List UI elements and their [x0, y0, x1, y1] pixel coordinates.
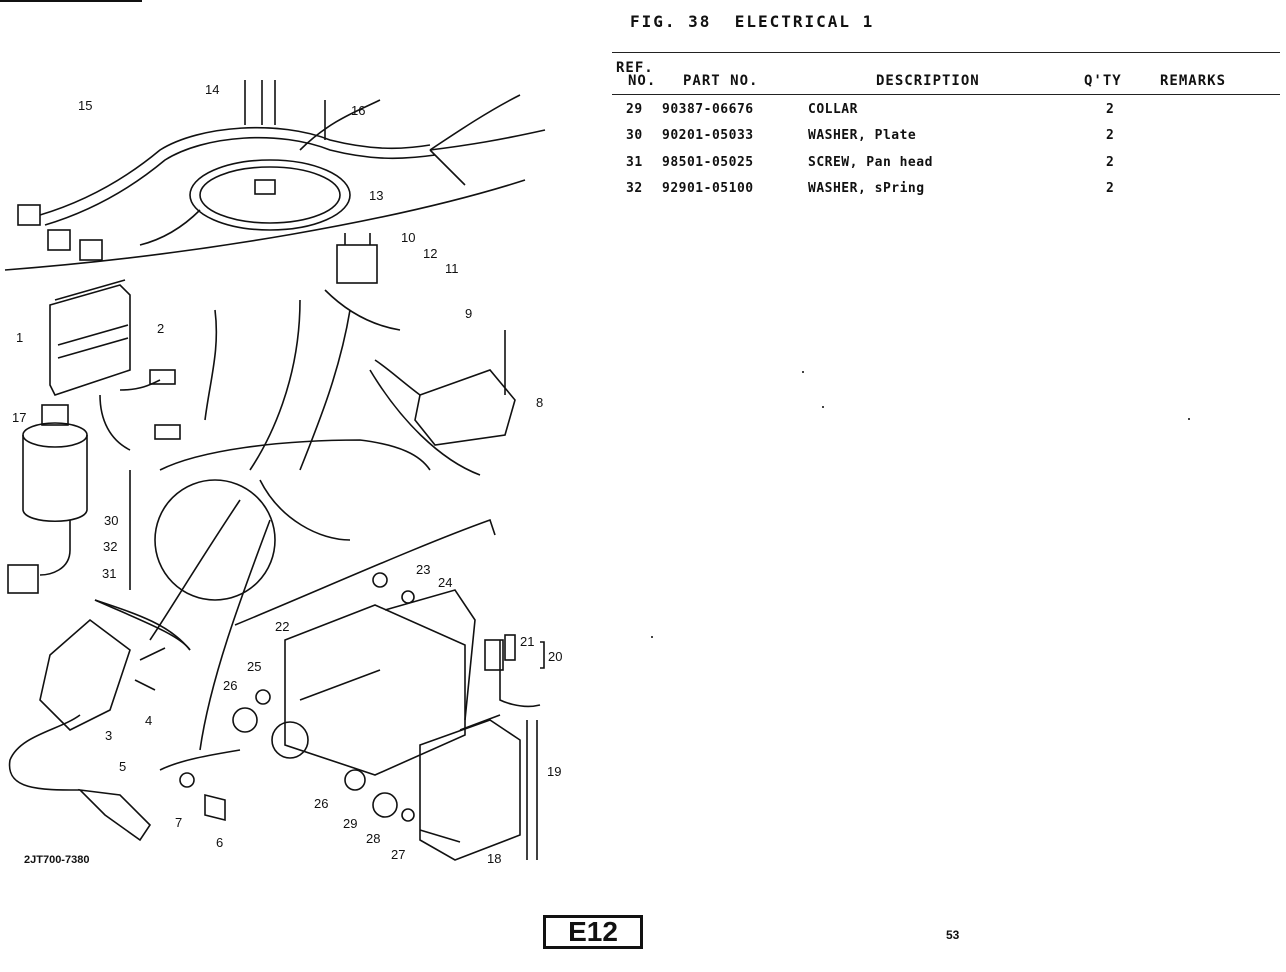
- callout-label: 3: [105, 728, 112, 743]
- callout-label: 1: [16, 330, 23, 345]
- callout-label: 14: [205, 82, 219, 97]
- part-no: 90387-06676: [662, 102, 754, 117]
- ref-no: 30: [626, 128, 643, 143]
- callout-label: 29: [343, 816, 357, 831]
- callout-label: 6: [216, 835, 223, 850]
- section-badge: E12: [543, 915, 643, 949]
- description: WASHER, sPring: [808, 181, 925, 196]
- table-row: 29 90387-06676 COLLAR 2: [0, 102, 1286, 122]
- rectifier-regulator-drawing: [324, 233, 516, 476]
- quantity: 2: [1106, 102, 1115, 117]
- table-top-rule: [612, 52, 1280, 53]
- callout-label: 11: [445, 261, 459, 276]
- callout-label: 23: [416, 562, 430, 577]
- description: WASHER, Plate: [808, 128, 917, 143]
- figure-name: ELECTRICAL 1: [734, 12, 875, 31]
- description: SCREW, Pan head: [808, 155, 933, 170]
- drawing-code: 2JT700-7380: [24, 854, 90, 866]
- pickup-coil-plug-drawing: [8, 599, 191, 842]
- scan-speck: [1188, 418, 1190, 420]
- part-no: 98501-05025: [662, 155, 754, 170]
- callout-label: 8: [536, 395, 543, 410]
- callout-label: 26: [223, 678, 237, 693]
- col-part-no: PART NO.: [683, 73, 759, 89]
- page-number: 53: [946, 928, 960, 942]
- table-row: 31 98501-05025 SCREW, Pan head 2: [0, 155, 1286, 175]
- callout-label: 13: [369, 188, 383, 203]
- callout-bracket: [540, 641, 545, 669]
- part-no: 90201-05033: [662, 128, 754, 143]
- callout-label: 26: [314, 796, 328, 811]
- callout-label: 12: [423, 246, 437, 261]
- description: COLLAR: [808, 102, 858, 117]
- callout-label: 16: [351, 103, 365, 118]
- callout-label: 27: [391, 847, 405, 862]
- quantity: 2: [1106, 155, 1115, 170]
- callout-label: 31: [102, 566, 116, 581]
- col-remarks: REMARKS: [1160, 73, 1227, 89]
- callout-label: 18: [487, 851, 501, 866]
- scan-speck: [651, 636, 653, 638]
- quantity: 2: [1106, 181, 1115, 196]
- callout-label: 24: [438, 575, 452, 590]
- callout-label: 7: [175, 815, 182, 830]
- callout-label: 9: [465, 306, 472, 321]
- col-ref-line1: REF.: [616, 60, 654, 76]
- callout-label: 10: [401, 230, 415, 245]
- figure-title: FIG. 38 ELECTRICAL 1: [630, 12, 874, 31]
- callout-label: 17: [12, 410, 26, 425]
- table-row: 30 90201-05033 WASHER, Plate 2: [0, 128, 1286, 148]
- ref-no: 31: [626, 155, 643, 170]
- callout-label: 5: [119, 759, 126, 774]
- figure-number: FIG. 38: [630, 12, 712, 31]
- ref-no: 29: [626, 102, 643, 117]
- part-no: 92901-05100: [662, 181, 754, 196]
- exploded-parts-diagram: 1 2 3 4 5 6 7 8 9 10 11 12 13 14 15 16 1…: [4, 80, 562, 866]
- callout-label: 22: [275, 619, 289, 634]
- callout-label: 19: [547, 764, 561, 779]
- bolt-washer-drawing: [159, 749, 241, 822]
- callout-label: 21: [520, 634, 534, 649]
- callout-label: 20: [548, 649, 562, 664]
- cdi-unit-drawing: [49, 279, 181, 451]
- corner-rule: [0, 0, 142, 2]
- callout-label: 32: [103, 539, 117, 554]
- quantity: 2: [1106, 128, 1115, 143]
- callout-label: 4: [145, 713, 152, 728]
- table-header-rule: [612, 94, 1280, 95]
- col-description: DESCRIPTION: [876, 73, 980, 89]
- bracket-line: [94, 599, 191, 651]
- col-qty: Q'TY: [1084, 73, 1122, 89]
- frame-outline-drawing: [149, 299, 431, 751]
- scan-speck: [822, 406, 824, 408]
- bracket-line: [204, 309, 218, 421]
- col-ref-line2: NO.: [628, 73, 657, 89]
- wire-harness-drawing: [4, 80, 546, 271]
- ref-no: 32: [626, 181, 643, 196]
- main-switch-drawing: [7, 404, 88, 594]
- callout-label: 28: [366, 831, 380, 846]
- callout-label: 30: [104, 513, 118, 528]
- callout-label: 25: [247, 659, 261, 674]
- callout-labels: 1 2 3 4 5 6 7 8 9 10 11 12 13 14 15 16 1…: [12, 82, 562, 866]
- battery-box-drawing: [232, 518, 541, 861]
- callout-label: 2: [157, 321, 164, 336]
- scan-speck: [802, 371, 804, 373]
- table-row: 32 92901-05100 WASHER, sPring 2: [0, 181, 1286, 201]
- callout-label: 15: [78, 98, 92, 113]
